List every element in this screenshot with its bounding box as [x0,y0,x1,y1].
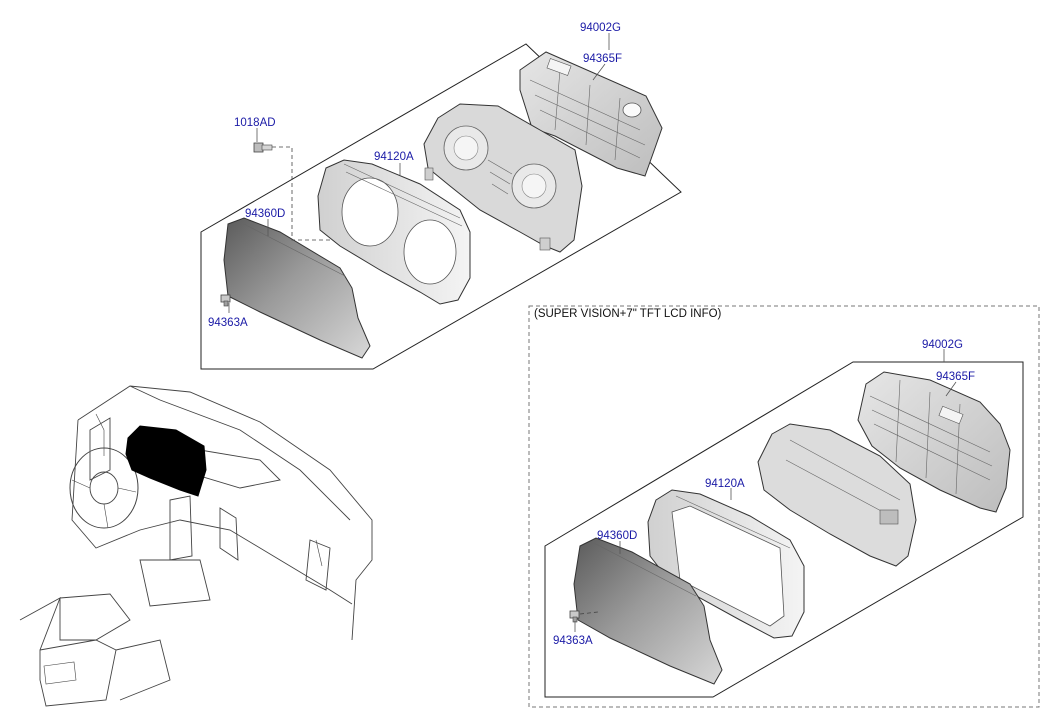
variant-dashed-border [528,305,1040,708]
variant-lens-window-part[interactable] [573,537,723,685]
variant-assembly-frame [544,361,1024,698]
screw-part[interactable] [253,142,273,153]
clip-part[interactable] [220,294,231,307]
label-94363a[interactable]: 94363A [208,317,248,329]
variant-label-94360d[interactable]: 94360D [597,530,637,542]
label-94002g[interactable]: 94002G [580,22,621,34]
cluster-highlight [125,425,207,497]
main-assembly: 94002G 94365F 1018AD 94120A 94360D 94363… [200,22,682,370]
rear-case-part[interactable] [519,51,663,177]
variant-label-94365f[interactable]: 94365F [936,371,975,383]
label-94365f[interactable]: 94365F [583,53,622,65]
variant-label-94002g[interactable]: 94002G [922,339,963,351]
front-frame-part[interactable] [317,159,471,305]
main-assembly-frame [200,43,682,370]
variant-label-94120a[interactable]: 94120A [705,478,745,490]
variant-rear-case-part[interactable] [857,371,1011,513]
variant-assembly: (SUPER VISION+7" TFT LCD INFO) [528,305,1040,708]
variant-title: (SUPER VISION+7" TFT LCD INFO) [534,308,722,320]
variant-display-body-part[interactable] [757,423,917,567]
dashboard-location-view [19,385,373,707]
label-1018ad[interactable]: 1018AD [234,117,276,129]
label-94120a[interactable]: 94120A [374,151,414,163]
variant-label-94363a[interactable]: 94363A [553,635,593,647]
label-94360d[interactable]: 94360D [245,208,285,220]
screw-guide [272,146,330,241]
meter-body-part[interactable] [423,103,583,253]
